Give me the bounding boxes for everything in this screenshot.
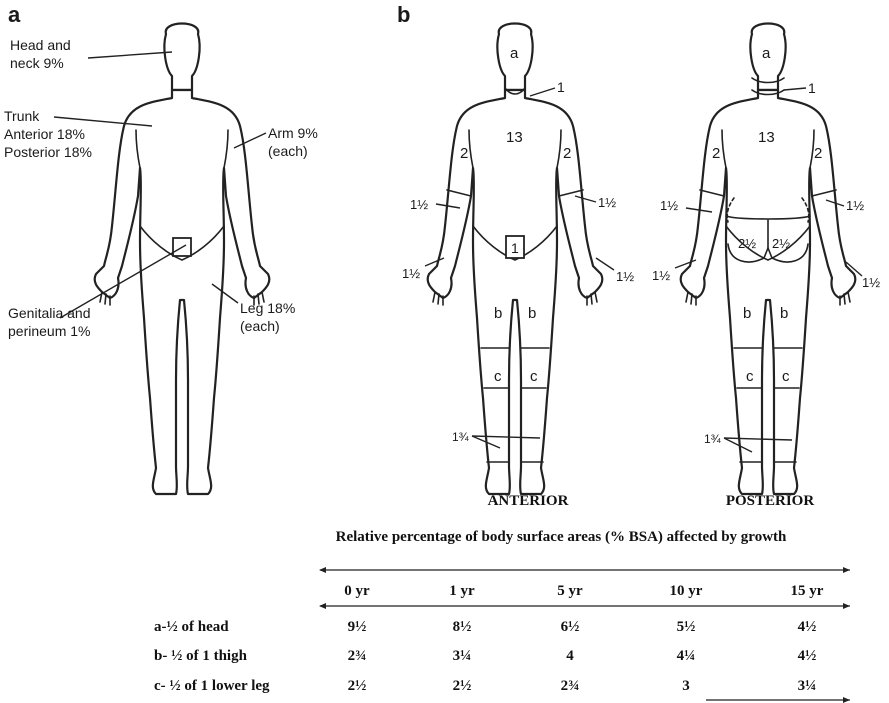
label-leg-line1: Leg 18% xyxy=(240,300,295,316)
posterior-upper-arm-right-label: 2 xyxy=(814,145,822,162)
posterior-neck-label: 1 xyxy=(808,80,816,96)
panel-a-body-figure xyxy=(95,24,270,495)
posterior-head-label: a xyxy=(762,45,771,62)
label-trunk-line2: Anterior 18% xyxy=(4,126,85,142)
row-label: b- ½ of 1 thigh xyxy=(154,648,248,664)
anterior-foot-label: 1¾ xyxy=(452,430,470,444)
panel-a-letter: a xyxy=(8,2,21,27)
anterior-forearm-left-label: 1½ xyxy=(410,197,428,212)
col-header-10yr: 10 yr xyxy=(670,583,703,599)
table-cell: 9½ xyxy=(348,619,367,635)
row-label: c- ½ of 1 lower leg xyxy=(154,678,270,694)
col-header-1yr: 1 yr xyxy=(449,583,475,599)
anterior-genitalia-label: 1 xyxy=(511,240,519,256)
bsa-growth-table: Relative percentage of body surface area… xyxy=(154,529,850,700)
col-header-0yr: 0 yr xyxy=(344,583,370,599)
table-cell: 2¾ xyxy=(561,678,580,694)
table-cell: 6½ xyxy=(561,619,580,635)
posterior-lower-leg-right-label: c xyxy=(782,368,790,385)
row-label: a-½ of head xyxy=(154,619,229,635)
label-arm-line1: Arm 9% xyxy=(268,125,318,141)
label-genitalia-line1: Genitalia and xyxy=(8,305,91,321)
table-cell: 4½ xyxy=(798,619,817,635)
posterior-thigh-left-label: b xyxy=(743,305,751,322)
anterior-caption: ANTERIOR xyxy=(488,493,569,509)
table-cell: 5½ xyxy=(677,619,696,635)
anterior-thigh-left-label: b xyxy=(494,305,502,322)
posterior-upper-arm-left-label: 2 xyxy=(712,145,720,162)
anterior-figure xyxy=(428,24,603,495)
label-arm-line2: (each) xyxy=(268,143,308,159)
label-head-neck-line1: Head and xyxy=(10,37,71,53)
posterior-forearm-left-label: 1½ xyxy=(660,198,678,213)
table-cell: 3¼ xyxy=(798,678,817,694)
anterior-forearm-right-label: 1½ xyxy=(598,195,616,210)
panel-b-letter: b xyxy=(397,2,410,27)
posterior-buttock-left-label: 2½ xyxy=(738,236,756,251)
anterior-head-label: a xyxy=(510,45,519,62)
posterior-hand-left-label: 1½ xyxy=(652,268,670,283)
table-row: b- ½ of 1 thigh 2¾ 3¼ 4 4¼ 4½ xyxy=(154,648,816,664)
table-row: c- ½ of 1 lower leg 2½ 2½ 2¾ 3 3¼ xyxy=(154,678,816,694)
posterior-foot-label: 1¾ xyxy=(704,432,722,446)
table-cell: 2¾ xyxy=(348,648,367,664)
posterior-hand-right-label: 1½ xyxy=(862,275,880,290)
anterior-lower-leg-right-label: c xyxy=(530,368,538,385)
posterior-caption: POSTERIOR xyxy=(726,493,815,509)
anterior-upper-arm-left-label: 2 xyxy=(460,145,468,162)
posterior-trunk-label: 13 xyxy=(758,129,775,146)
posterior-figure xyxy=(681,24,856,495)
posterior-thigh-right-label: b xyxy=(780,305,788,322)
table-title: Relative percentage of body surface area… xyxy=(336,529,787,545)
table-cell: 2½ xyxy=(453,678,472,694)
label-leg-line2: (each) xyxy=(240,318,280,334)
anterior-thigh-right-label: b xyxy=(528,305,536,322)
table-cell: 2½ xyxy=(348,678,367,694)
label-trunk-line1: Trunk xyxy=(4,108,40,124)
anterior-upper-arm-right-label: 2 xyxy=(563,145,571,162)
table-cell: 4 xyxy=(566,648,574,664)
anterior-trunk-label: 13 xyxy=(506,129,523,146)
anterior-hand-right-label: 1½ xyxy=(616,269,634,284)
table-row: a-½ of head 9½ 8½ 6½ 5½ 4½ xyxy=(154,619,816,635)
anterior-hand-left-label: 1½ xyxy=(402,266,420,281)
posterior-lower-leg-left-label: c xyxy=(746,368,754,385)
posterior-buttock-right-label: 2½ xyxy=(772,236,790,251)
posterior-forearm-right-label: 1½ xyxy=(846,198,864,213)
panel-a: a Head and neck 9% Trunk Anterior 18% Po… xyxy=(4,2,318,494)
label-genitalia-line2: perineum 1% xyxy=(8,323,91,339)
anterior-neck-label: 1 xyxy=(557,79,565,95)
table-cell: 3 xyxy=(682,678,690,694)
col-header-5yr: 5 yr xyxy=(557,583,583,599)
table-cell: 8½ xyxy=(453,619,472,635)
col-header-15yr: 15 yr xyxy=(791,583,824,599)
label-trunk-line3: Posterior 18% xyxy=(4,144,92,160)
label-head-neck-line2: neck 9% xyxy=(10,55,64,71)
table-cell: 3¼ xyxy=(453,648,472,664)
table-cell: 4½ xyxy=(798,648,817,664)
table-cell: 4¼ xyxy=(677,648,696,664)
panel-b: b xyxy=(397,2,880,509)
anterior-lower-leg-left-label: c xyxy=(494,368,502,385)
